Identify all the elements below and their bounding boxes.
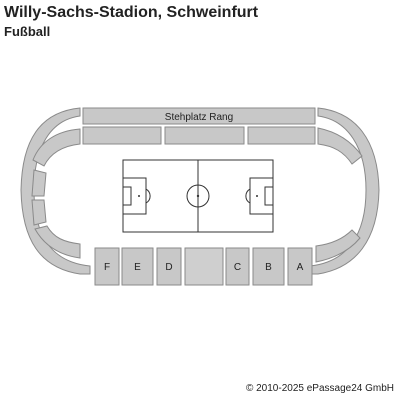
pitch-right-goal-area [264,186,274,206]
pitch-left-penalty-area [122,177,147,215]
section-e-label: E [134,262,141,273]
section-right-inner-bottom[interactable] [315,229,361,263]
section-left-inner-top[interactable] [32,128,81,167]
page-title: Willy-Sachs-Stadion, Schweinfurt [4,4,259,21]
pitch-right-penalty-spot [256,195,258,197]
football-pitch [122,159,274,233]
pitch-left-penalty-arc [145,188,151,204]
section-e[interactable] [121,247,154,286]
section-d[interactable] [156,247,182,286]
section-f[interactable] [94,247,120,286]
section-left-inner-lower[interactable] [31,199,47,226]
pitch-right-penalty-area [249,177,274,215]
section-b[interactable] [252,247,285,286]
pitch-left-goal-area [122,186,132,206]
section-a[interactable] [287,247,313,286]
section-stehplatz-rang-label: Stehplatz Rang [165,112,233,123]
section-f-label: F [104,262,110,273]
section-left-inner-bottom[interactable] [34,225,81,259]
section-stehplatz-rang[interactable] [82,107,316,125]
section-top-right[interactable] [247,126,316,145]
page-subtitle: Fußball [4,24,51,39]
pitch-left-penalty-spot [138,195,140,197]
section-b-label: B [265,262,272,273]
section-center-bottom[interactable] [184,247,224,286]
pitch-right-penalty-arc [245,188,251,204]
section-a-label: A [297,262,304,273]
section-top-left[interactable] [82,126,162,145]
section-d-label: D [165,262,172,273]
pitch-center-spot [196,194,200,198]
section-top-center[interactable] [164,126,245,145]
pitch-center-circle [186,184,210,208]
section-c-label: C [234,262,241,273]
section-left-inner-upper[interactable] [31,169,47,197]
section-right-inner-top[interactable] [317,127,363,165]
copyright-notice: © 2010-2025 ePassage24 GmbH [245,383,394,394]
section-c[interactable] [225,247,250,286]
